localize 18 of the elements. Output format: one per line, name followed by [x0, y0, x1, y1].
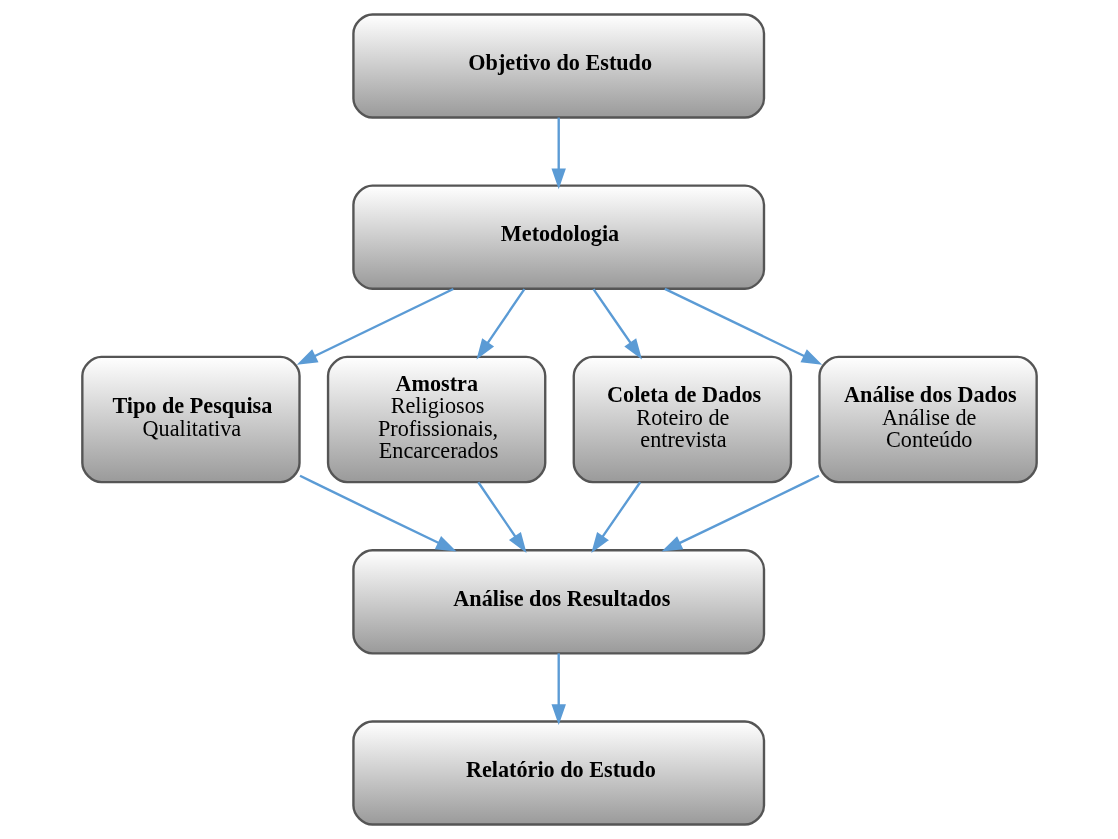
- node-box: Tipo de Pesquisa Qualitativa: [80, 355, 301, 484]
- arrow: [476, 481, 527, 554]
- arrow: [299, 474, 457, 552]
- node-box: Relatório do Estudo: [351, 720, 765, 826]
- arrow: [476, 288, 525, 360]
- arrow: [663, 287, 822, 365]
- node-box: Análise dos Resultados: [351, 549, 765, 655]
- arrow: [551, 653, 566, 725]
- arrow: [296, 287, 454, 365]
- node-box: Amostra Religiosos Profissionais, Encarcerados: [326, 355, 546, 484]
- arrow: [590, 481, 641, 553]
- node-box: Coleta de Dados Roteiro de entrevista: [572, 355, 792, 484]
- node-box: Objetivo do Estudo: [351, 13, 765, 119]
- arrow: [661, 474, 819, 552]
- node-box: Análise dos Dados Análise de Conteúdo: [817, 355, 1038, 484]
- node-box: Metodologia: [351, 184, 765, 290]
- arrow: [551, 117, 566, 190]
- arrow: [592, 288, 642, 360]
